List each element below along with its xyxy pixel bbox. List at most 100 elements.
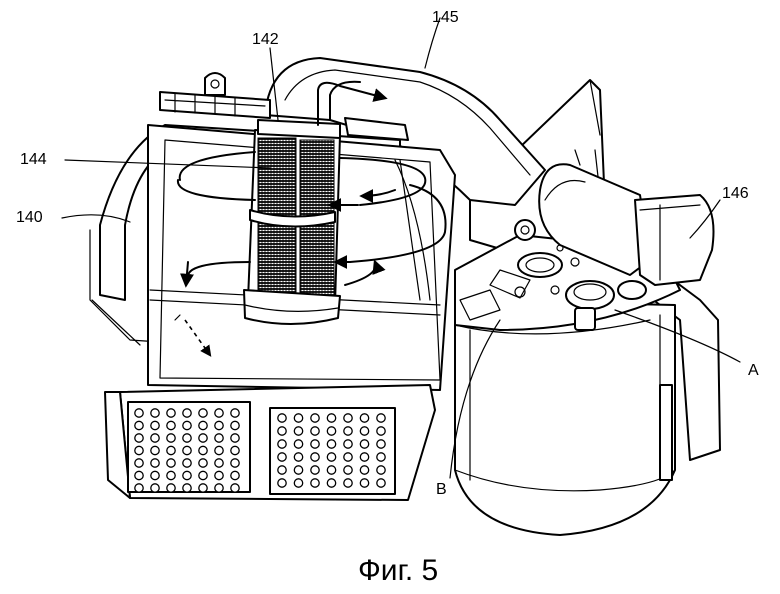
grille-hole (214, 408, 224, 418)
grille-hole (376, 426, 386, 436)
grille-hole (230, 408, 240, 418)
grille-hole (150, 483, 160, 493)
grille-hole (230, 470, 240, 481)
grille-hole (310, 426, 320, 436)
grille-hole (230, 458, 240, 468)
label-144: 144 (20, 151, 47, 168)
grille-hole (198, 433, 208, 443)
grille-hole (343, 413, 353, 423)
grille-hole (166, 458, 176, 468)
grille-hole (198, 458, 208, 468)
grille-hole (310, 439, 320, 449)
grille-hole (182, 483, 192, 493)
figure-caption: Фиг. 5 (358, 554, 438, 587)
grille-hole (326, 413, 337, 423)
grille-hole (376, 439, 386, 449)
grille-hole (376, 452, 386, 462)
label-142: 142 (252, 31, 279, 48)
grille-hole (166, 470, 176, 481)
grille-hole (214, 433, 224, 443)
grille-hole (198, 470, 208, 481)
grille-hole (230, 433, 240, 443)
grille-hole (343, 478, 353, 488)
grille-hole (134, 483, 144, 493)
grille-box (104, 384, 436, 501)
grille-holes-left (134, 408, 240, 493)
grille-hole (150, 458, 160, 468)
grille-hole (150, 420, 160, 431)
grille-hole (293, 439, 304, 449)
grille-hole (293, 413, 304, 423)
grille-hole (326, 465, 337, 475)
grille-hole (376, 465, 386, 475)
grille-hole (150, 470, 160, 481)
grille-hole (198, 408, 208, 418)
grille-hole (134, 408, 144, 418)
grille-hole (134, 420, 144, 431)
grille-hole (214, 420, 224, 431)
label-145: 145 (432, 9, 459, 26)
label-146: 146 (722, 185, 749, 202)
grille-hole (277, 413, 287, 423)
grille-hole (182, 433, 192, 443)
grille-hole (134, 470, 144, 481)
grille-hole (310, 465, 320, 475)
grille-hole (359, 439, 370, 449)
grille-hole (182, 420, 192, 431)
grille-hole (198, 445, 208, 456)
grille-hole (134, 458, 144, 468)
leader-lines (61, 17, 741, 479)
label-140: 140 (16, 209, 43, 226)
grille-hole (293, 478, 304, 488)
grille-holes-right (277, 413, 386, 488)
filter-142 (243, 119, 341, 325)
grille-hole (376, 478, 386, 488)
grille-hole (166, 445, 176, 456)
airflow-arrows (174, 81, 447, 357)
grille-hole (293, 452, 304, 462)
label-a: A (748, 362, 759, 379)
label-b: B (436, 481, 447, 498)
grille-hole (277, 439, 287, 449)
grille-hole (343, 439, 353, 449)
grille-hole (214, 483, 224, 493)
grille-hole (343, 465, 353, 475)
grille-hole (214, 470, 224, 481)
grille-hole (359, 426, 370, 436)
grille-hole (277, 426, 287, 436)
grille-hole (277, 478, 287, 488)
grille-hole (214, 458, 224, 468)
grille-hole (293, 426, 304, 436)
grille-hole (359, 478, 370, 488)
grille-hole (198, 420, 208, 431)
grille-hole (326, 478, 337, 488)
grille-hole (150, 408, 160, 418)
grille-hole (182, 458, 192, 468)
grille-hole (343, 426, 353, 436)
grille-hole (359, 465, 370, 475)
grille-hole (293, 465, 304, 475)
grille-hole (166, 420, 176, 431)
grille-hole (150, 445, 160, 456)
grille-hole (166, 483, 176, 493)
grille-hole (343, 452, 353, 462)
grille-hole (214, 445, 224, 456)
grille-hole (310, 452, 320, 462)
grille-hole (198, 483, 208, 493)
grille-hole (326, 439, 337, 449)
grille-hole (182, 470, 192, 481)
grille-hole (182, 445, 192, 456)
grille-hole (310, 478, 320, 488)
grille-hole (326, 452, 337, 462)
grille-hole (376, 413, 386, 423)
grille-hole (277, 465, 287, 475)
grille-hole (150, 433, 160, 443)
grille-hole (326, 426, 337, 436)
grille-hole (182, 408, 192, 418)
grille-hole (310, 413, 320, 423)
grille-hole (230, 420, 240, 431)
grille-hole (277, 452, 287, 462)
grille-hole (230, 445, 240, 456)
grille-hole (359, 413, 370, 423)
